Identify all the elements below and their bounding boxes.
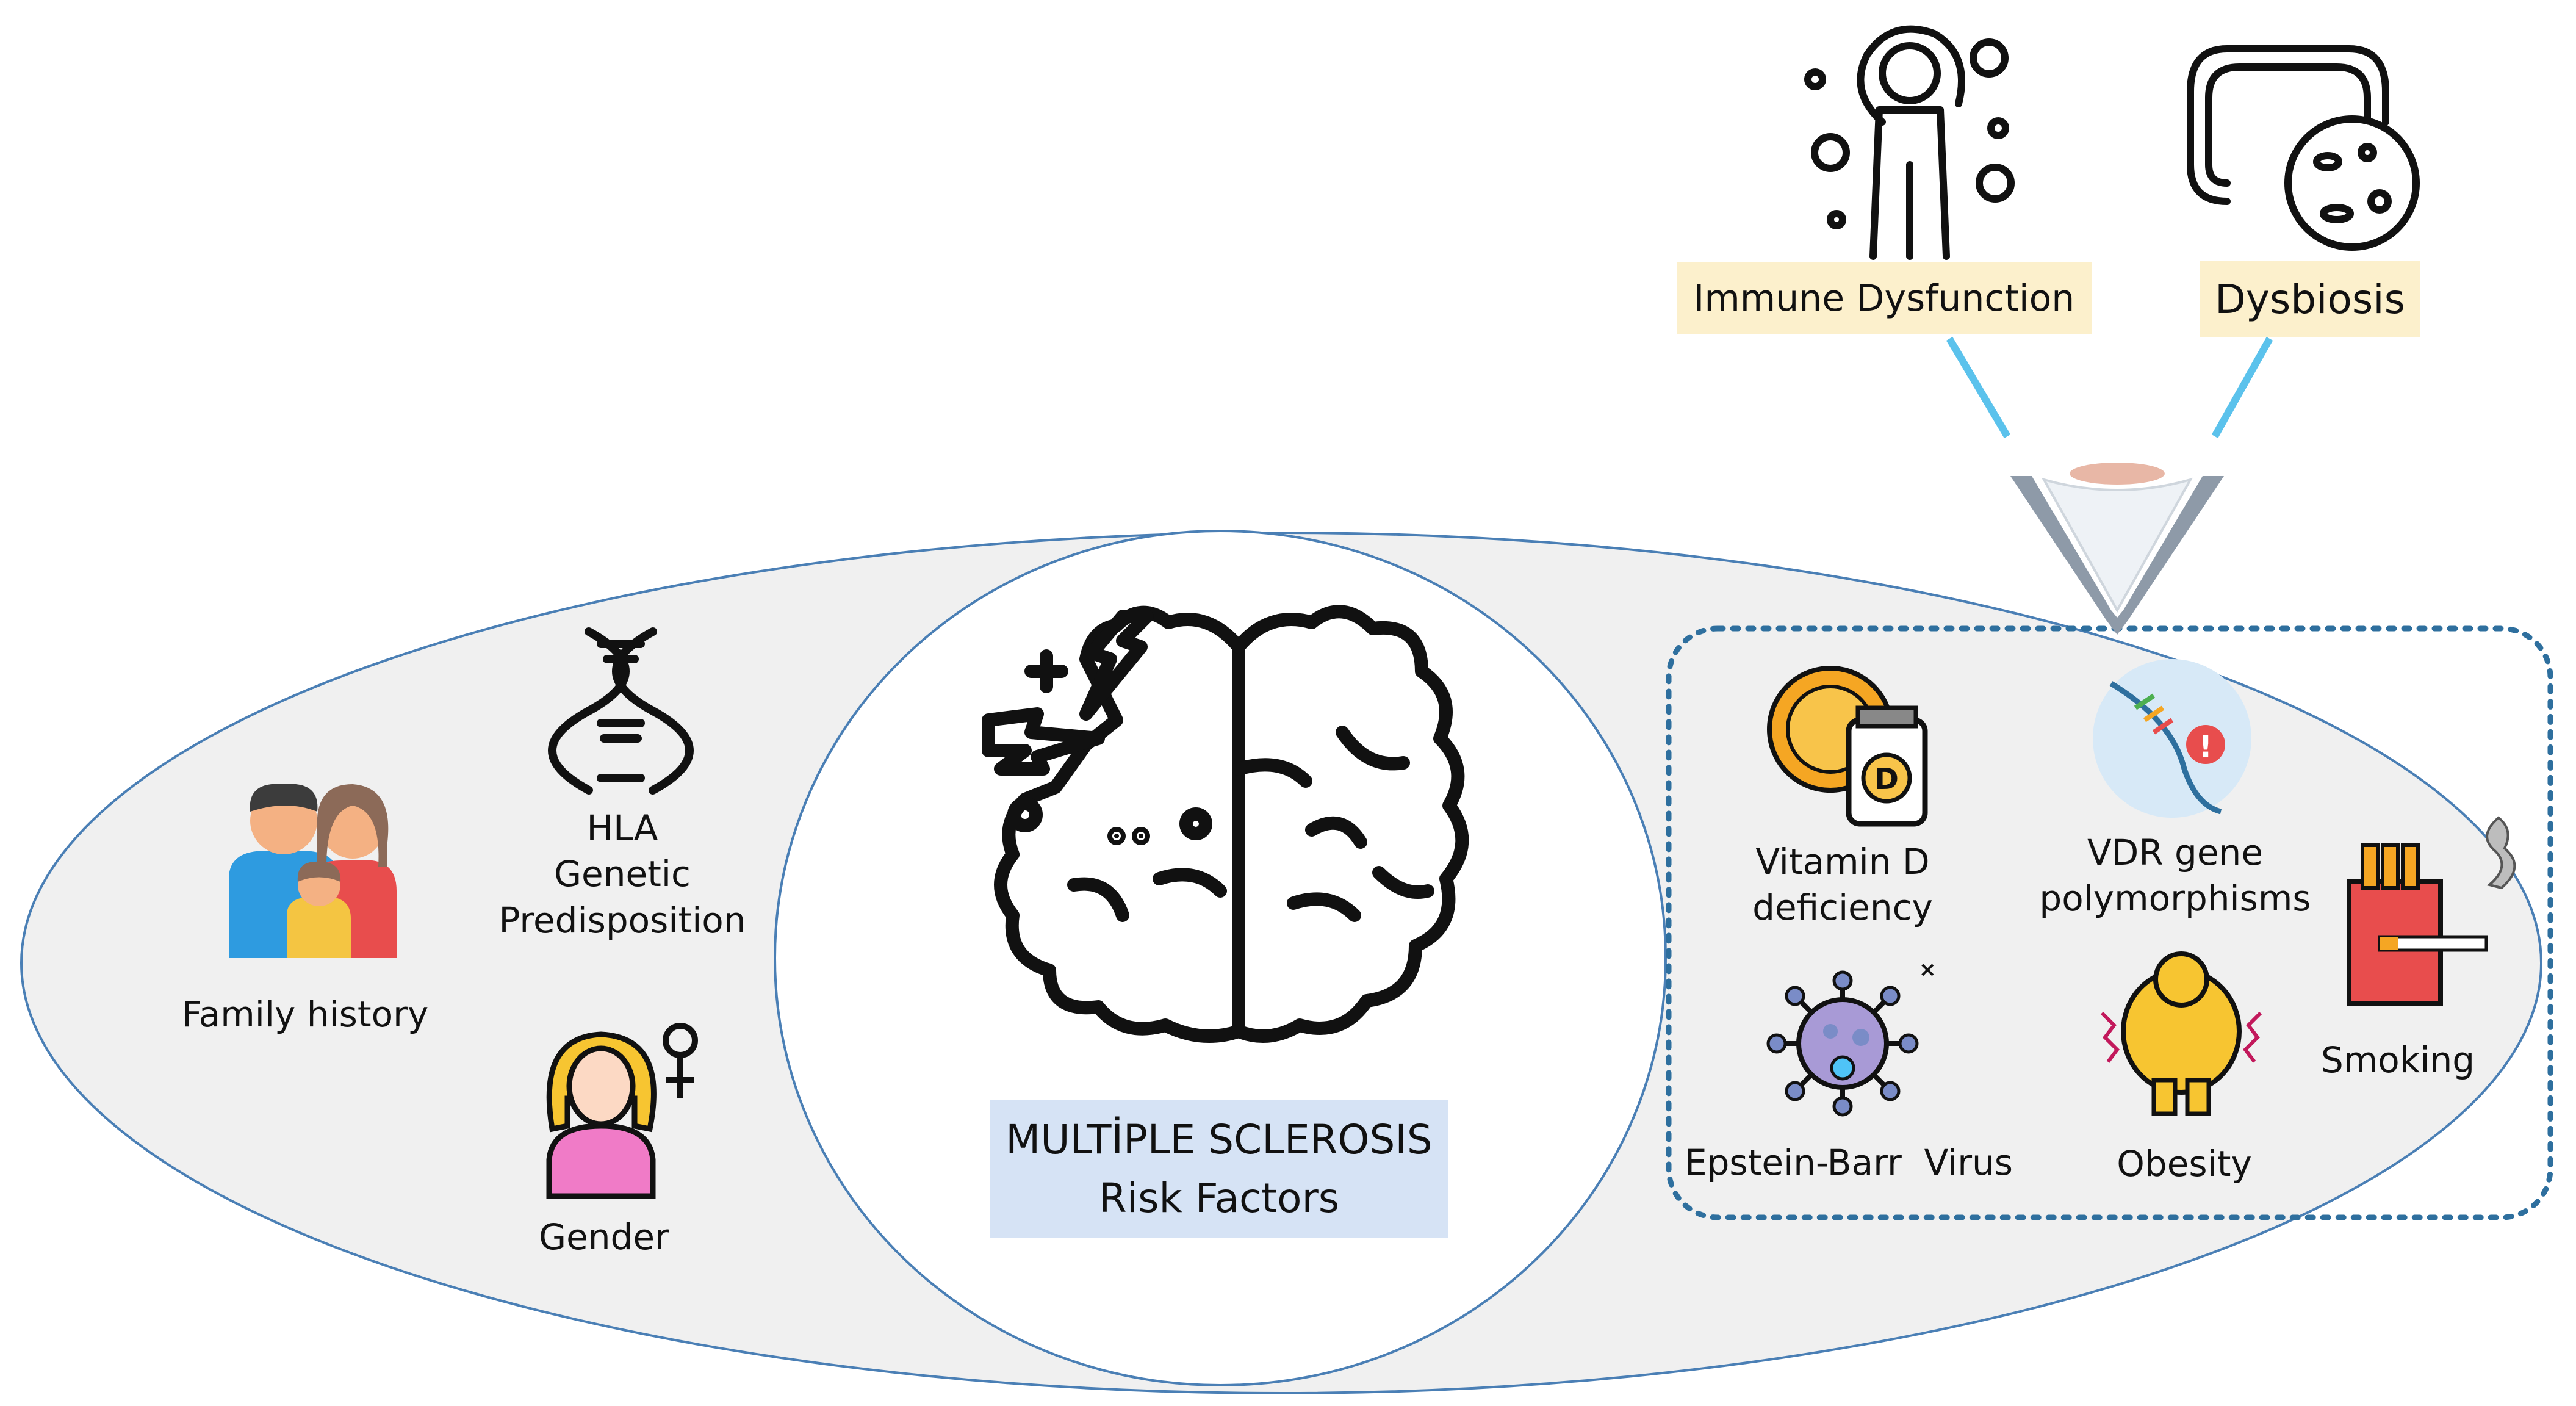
obesity-label: Obesity bbox=[2117, 1143, 2252, 1184]
svg-text:×: × bbox=[1919, 957, 1937, 982]
hla-line3: Predisposition bbox=[498, 899, 746, 941]
brain-icon bbox=[982, 605, 1469, 1043]
center-subtitle: Risk Factors bbox=[1098, 1174, 1340, 1222]
gender-icon bbox=[546, 1023, 698, 1199]
vdr-line1: VDR gene bbox=[2087, 832, 2264, 873]
hla-line1: HLA bbox=[586, 807, 658, 849]
svg-text:!: ! bbox=[2199, 730, 2212, 764]
dysbiosis-tag: Dysbiosis bbox=[2200, 261, 2420, 337]
smoking-label: Smoking bbox=[2320, 1039, 2475, 1081]
environmental-factors-box bbox=[1666, 625, 2553, 1220]
immune-dysfunction-icon bbox=[1804, 25, 2015, 260]
vdr-line2: polymorphisms bbox=[2039, 878, 2311, 920]
vitamin-d-icon: D bbox=[1767, 666, 1928, 827]
hla-line2: Genetic bbox=[554, 853, 691, 895]
center-title: MULTİPLE SCLEROSIS bbox=[1006, 1116, 1433, 1163]
vitamin-d-line1: Vitamin D bbox=[1755, 841, 1930, 882]
vdr-gene-label: VDR gene polymorphisms bbox=[2032, 830, 2319, 922]
hla-label: HLA Genetic Predisposition bbox=[476, 806, 769, 943]
center-title-box: MULTİPLE SCLEROSIS Risk Factors bbox=[990, 1100, 1448, 1238]
family-history-label: Family history bbox=[181, 993, 429, 1035]
funnel-icon bbox=[2010, 463, 2224, 635]
vitamin-d-label: Vitamin D deficiency bbox=[1721, 839, 1965, 931]
dysbiosis-icon bbox=[2187, 45, 2420, 251]
smoking-icon bbox=[2347, 816, 2516, 1006]
vdr-gene-icon: ! bbox=[2093, 659, 2251, 818]
obesity-icon bbox=[2100, 951, 2262, 1116]
family-icon bbox=[229, 784, 397, 958]
ebv-label: Epstein-Barr Virus bbox=[1684, 1142, 2013, 1183]
dysbiosis-connector-line bbox=[2211, 337, 2273, 438]
dna-icon bbox=[548, 627, 694, 795]
gender-label: Gender bbox=[539, 1216, 669, 1258]
center-circle bbox=[774, 530, 1667, 1386]
vitamin-d-line2: deficiency bbox=[1752, 887, 1933, 929]
svg-text:D: D bbox=[1874, 762, 1899, 796]
immune-connector-line bbox=[1946, 336, 2011, 439]
immune-dysfunction-tag: Immune Dysfunction bbox=[1677, 262, 2092, 334]
epstein-barr-virus-icon: × bbox=[1766, 957, 1937, 1117]
